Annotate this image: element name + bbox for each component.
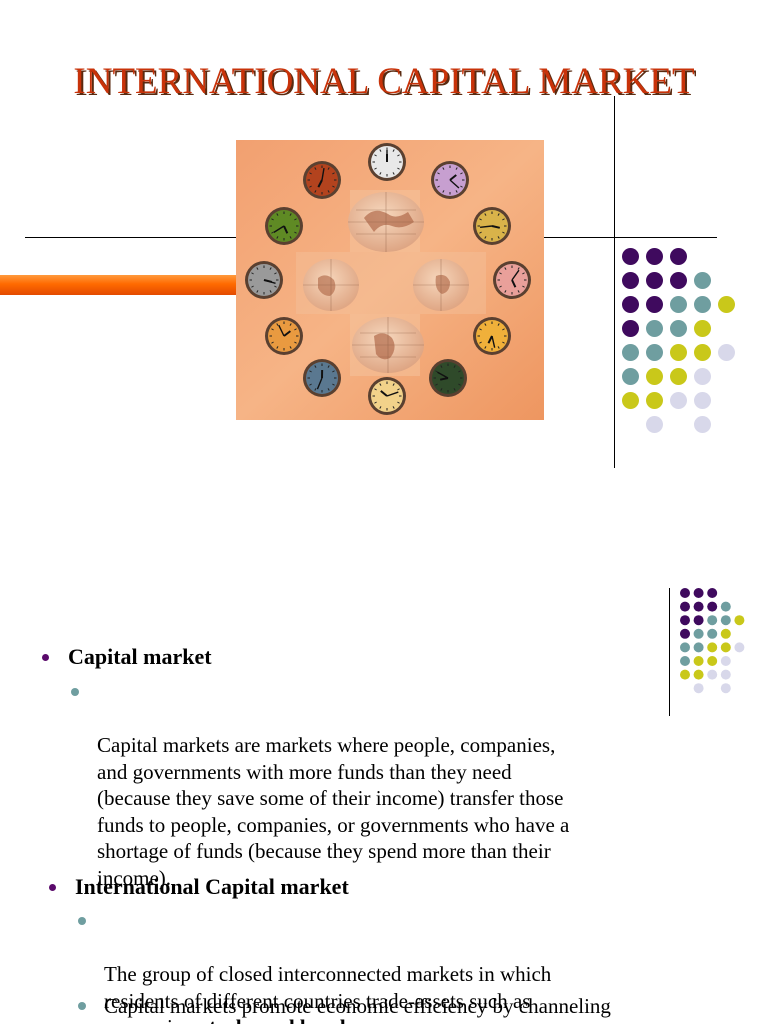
pattern-dot xyxy=(622,248,639,265)
pattern-dot xyxy=(622,272,639,289)
dot-pattern-small xyxy=(680,588,745,694)
section-heading-capital-market: Capital market xyxy=(42,644,212,670)
clock-icon xyxy=(493,261,531,299)
pattern-dot xyxy=(694,416,711,433)
divider-left xyxy=(25,237,237,238)
clock-icon xyxy=(303,161,341,199)
clock-icon xyxy=(473,317,511,355)
pattern-dot xyxy=(707,588,718,598)
international-capital-market-definition: The group of closed interconnected marke… xyxy=(78,908,684,1024)
clock-icon xyxy=(265,207,303,245)
pattern-dot xyxy=(670,296,687,313)
title-slide: INTERNATIONAL CAPITAL MARKET xyxy=(0,61,735,468)
pattern-dot xyxy=(622,296,639,313)
pattern-dot xyxy=(680,588,690,598)
divider-vertical-2 xyxy=(669,588,670,716)
pattern-dot xyxy=(693,588,704,598)
clock-icon xyxy=(245,261,283,299)
divider-right xyxy=(544,237,717,238)
pattern-dot xyxy=(718,344,735,361)
accent-bar xyxy=(0,275,238,295)
section-heading-international-capital-market: International Capital market xyxy=(49,874,349,900)
pattern-dot xyxy=(720,669,731,680)
clocks-ring xyxy=(245,143,531,415)
pattern-dot xyxy=(707,628,718,639)
pattern-dot xyxy=(693,615,704,626)
pattern-dot xyxy=(707,601,718,612)
pattern-dot xyxy=(646,296,663,313)
capital-markets-efficiency-point: Capital markets promote economic efficie… xyxy=(78,993,724,1020)
pattern-dot xyxy=(707,669,718,680)
bullet-icon xyxy=(42,654,49,661)
bullet-icon xyxy=(49,884,56,891)
pattern-dot xyxy=(646,272,663,289)
pattern-dot xyxy=(720,601,731,612)
pattern-dot xyxy=(694,320,711,337)
clock-icon xyxy=(368,143,406,181)
pattern-dot xyxy=(693,642,704,653)
pattern-dot xyxy=(670,368,687,385)
pattern-dot xyxy=(680,669,690,680)
pattern-dot xyxy=(720,642,731,653)
pattern-dot xyxy=(680,642,690,653)
pattern-dot xyxy=(734,642,745,653)
pattern-dot xyxy=(718,296,735,313)
sub-bullet-icon xyxy=(78,1002,86,1010)
pattern-dot xyxy=(734,615,745,626)
pattern-dot xyxy=(680,615,690,626)
pattern-dot xyxy=(680,601,690,612)
pattern-dot xyxy=(622,320,639,337)
pattern-dot xyxy=(622,344,639,361)
pattern-dot xyxy=(670,320,687,337)
sub-bullet-icon xyxy=(78,917,86,925)
pattern-dot xyxy=(670,272,687,289)
pattern-dot xyxy=(720,683,731,694)
pattern-dot xyxy=(720,628,731,639)
divider-vertical xyxy=(614,96,615,468)
pattern-dot xyxy=(670,248,687,265)
pattern-dot xyxy=(720,615,731,626)
pattern-dot xyxy=(694,344,711,361)
globe-icon xyxy=(303,192,469,373)
pattern-dot xyxy=(622,368,639,385)
clock-icon xyxy=(473,207,511,245)
pattern-dot xyxy=(646,368,663,385)
pattern-dot xyxy=(693,656,704,666)
pattern-dot xyxy=(694,272,711,289)
pattern-dot xyxy=(693,683,704,694)
pattern-dot xyxy=(707,615,718,626)
clock-icon xyxy=(429,359,467,397)
pattern-dot xyxy=(646,416,663,433)
pattern-dot xyxy=(646,248,663,265)
pattern-dot xyxy=(693,628,704,639)
pattern-dot xyxy=(680,656,690,666)
pattern-dot xyxy=(646,392,663,409)
dot-pattern-large xyxy=(622,248,735,433)
world-clocks-image xyxy=(236,140,544,420)
clock-icon xyxy=(431,161,469,199)
slide-title: INTERNATIONAL CAPITAL MARKET xyxy=(73,61,695,102)
pattern-dot xyxy=(707,656,718,666)
clock-icon xyxy=(368,377,406,415)
pattern-dot xyxy=(680,628,690,639)
pattern-dot xyxy=(646,344,663,361)
pattern-dot xyxy=(670,344,687,361)
pattern-dot xyxy=(670,392,687,409)
clock-icon xyxy=(303,359,341,397)
pattern-dot xyxy=(694,368,711,385)
content-slide: Capital market Capital markets are marke… xyxy=(0,520,768,1024)
pattern-dot xyxy=(720,656,731,666)
pattern-dot xyxy=(694,296,711,313)
pattern-dot xyxy=(707,642,718,653)
capital-market-definition: Capital markets are markets where people… xyxy=(71,679,667,891)
pattern-dot xyxy=(646,320,663,337)
pattern-dot xyxy=(694,392,711,409)
pattern-dot xyxy=(622,392,639,409)
clock-icon xyxy=(265,317,303,355)
pattern-dot xyxy=(693,601,704,612)
sub-bullet-icon xyxy=(71,688,79,696)
pattern-dot xyxy=(693,669,704,680)
